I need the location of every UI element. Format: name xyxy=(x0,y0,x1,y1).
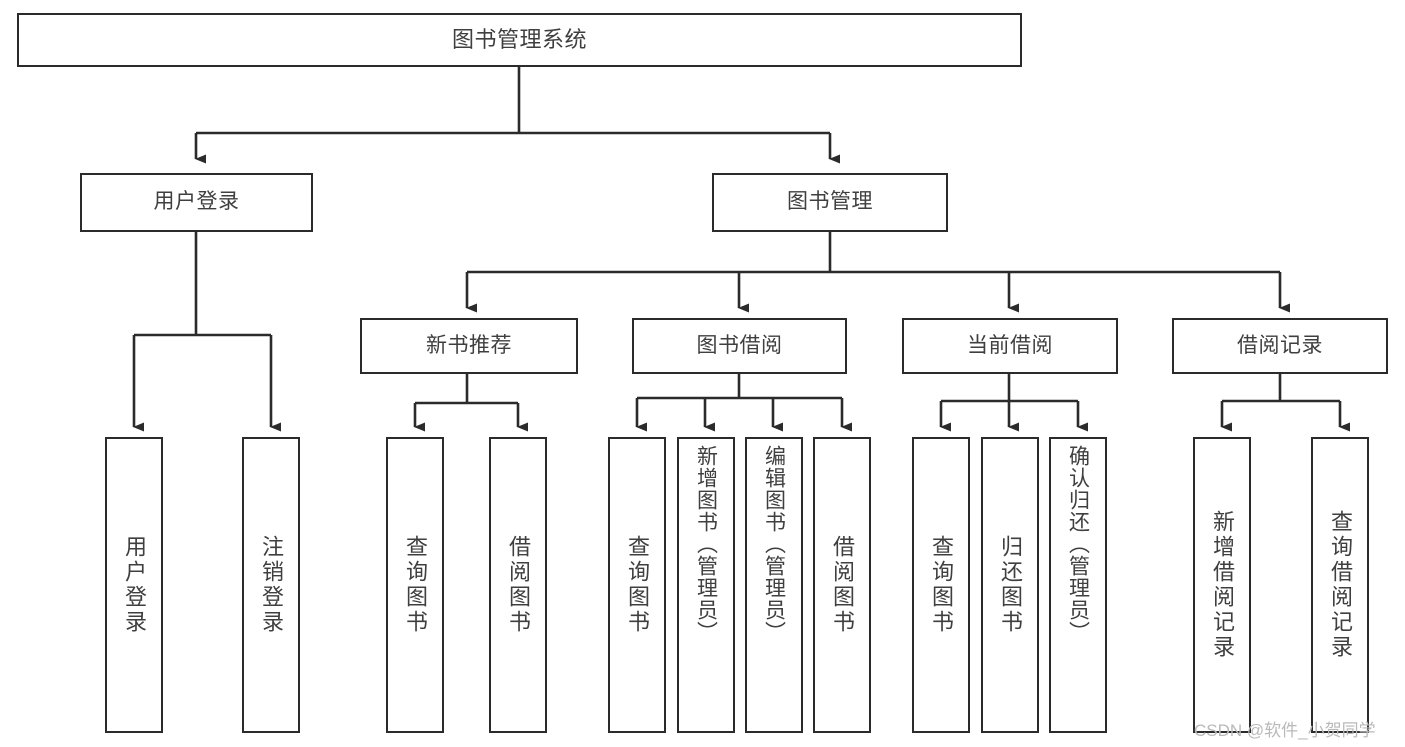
node-leaf-query-book-recommend[interactable]: 查询图书 xyxy=(386,437,444,733)
node-label: 查询图书 xyxy=(625,535,650,635)
node-label: 图书管理 xyxy=(787,190,873,214)
node-leaf-edit-book-admin[interactable]: 编辑图书（管理员） xyxy=(745,437,803,733)
node-label: 图书借阅 xyxy=(696,333,783,357)
node-label: 用户登录 xyxy=(153,190,240,214)
node-leaf-logout[interactable]: 注销登录 xyxy=(242,437,300,733)
node-label: 用户登录 xyxy=(122,535,147,635)
node-leaf-return-book[interactable]: 归还图书 xyxy=(981,437,1039,733)
node-label: 查询图书 xyxy=(929,535,954,635)
node-label: 确认归还（管理员） xyxy=(1066,445,1090,643)
node-label: 借阅图书 xyxy=(830,535,855,635)
node-leaf-borrow-book-recommend[interactable]: 借阅图书 xyxy=(489,437,547,733)
node-new-book-recommend[interactable]: 新书推荐 xyxy=(360,318,578,374)
node-current-borrow[interactable]: 当前借阅 xyxy=(902,318,1118,374)
node-label: 新书推荐 xyxy=(426,333,512,357)
node-leaf-add-borrow-record[interactable]: 新增借阅记录 xyxy=(1193,437,1251,733)
node-leaf-query-book-current[interactable]: 查询图书 xyxy=(912,437,970,733)
node-borrow-record[interactable]: 借阅记录 xyxy=(1172,318,1388,374)
node-book-borrow[interactable]: 图书借阅 xyxy=(632,318,847,374)
node-label: 当前借阅 xyxy=(967,333,1053,357)
node-label: 新增借阅记录 xyxy=(1210,510,1235,660)
node-label: 编辑图书（管理员） xyxy=(762,445,786,643)
node-leaf-confirm-return-admin[interactable]: 确认归还（管理员） xyxy=(1049,437,1107,733)
node-leaf-user-login[interactable]: 用户登录 xyxy=(105,437,163,733)
node-leaf-borrow-book[interactable]: 借阅图书 xyxy=(813,437,871,733)
node-leaf-add-book-admin[interactable]: 新增图书（管理员） xyxy=(677,437,735,733)
node-book-management[interactable]: 图书管理 xyxy=(712,173,948,232)
node-label: 借阅图书 xyxy=(506,535,531,635)
node-label: 新增图书（管理员） xyxy=(694,445,718,643)
node-user-login[interactable]: 用户登录 xyxy=(80,173,313,232)
node-label: 注销登录 xyxy=(259,535,284,635)
node-leaf-query-book-borrow[interactable]: 查询图书 xyxy=(608,437,666,733)
node-label: 查询图书 xyxy=(403,535,428,635)
node-label: 借阅记录 xyxy=(1237,333,1323,357)
node-root-system[interactable]: 图书管理系统 xyxy=(17,13,1022,67)
node-label: 归还图书 xyxy=(998,535,1023,635)
node-label: 查询借阅记录 xyxy=(1328,510,1353,660)
node-label: 图书管理系统 xyxy=(451,27,587,53)
node-leaf-query-borrow-record[interactable]: 查询借阅记录 xyxy=(1311,437,1369,733)
